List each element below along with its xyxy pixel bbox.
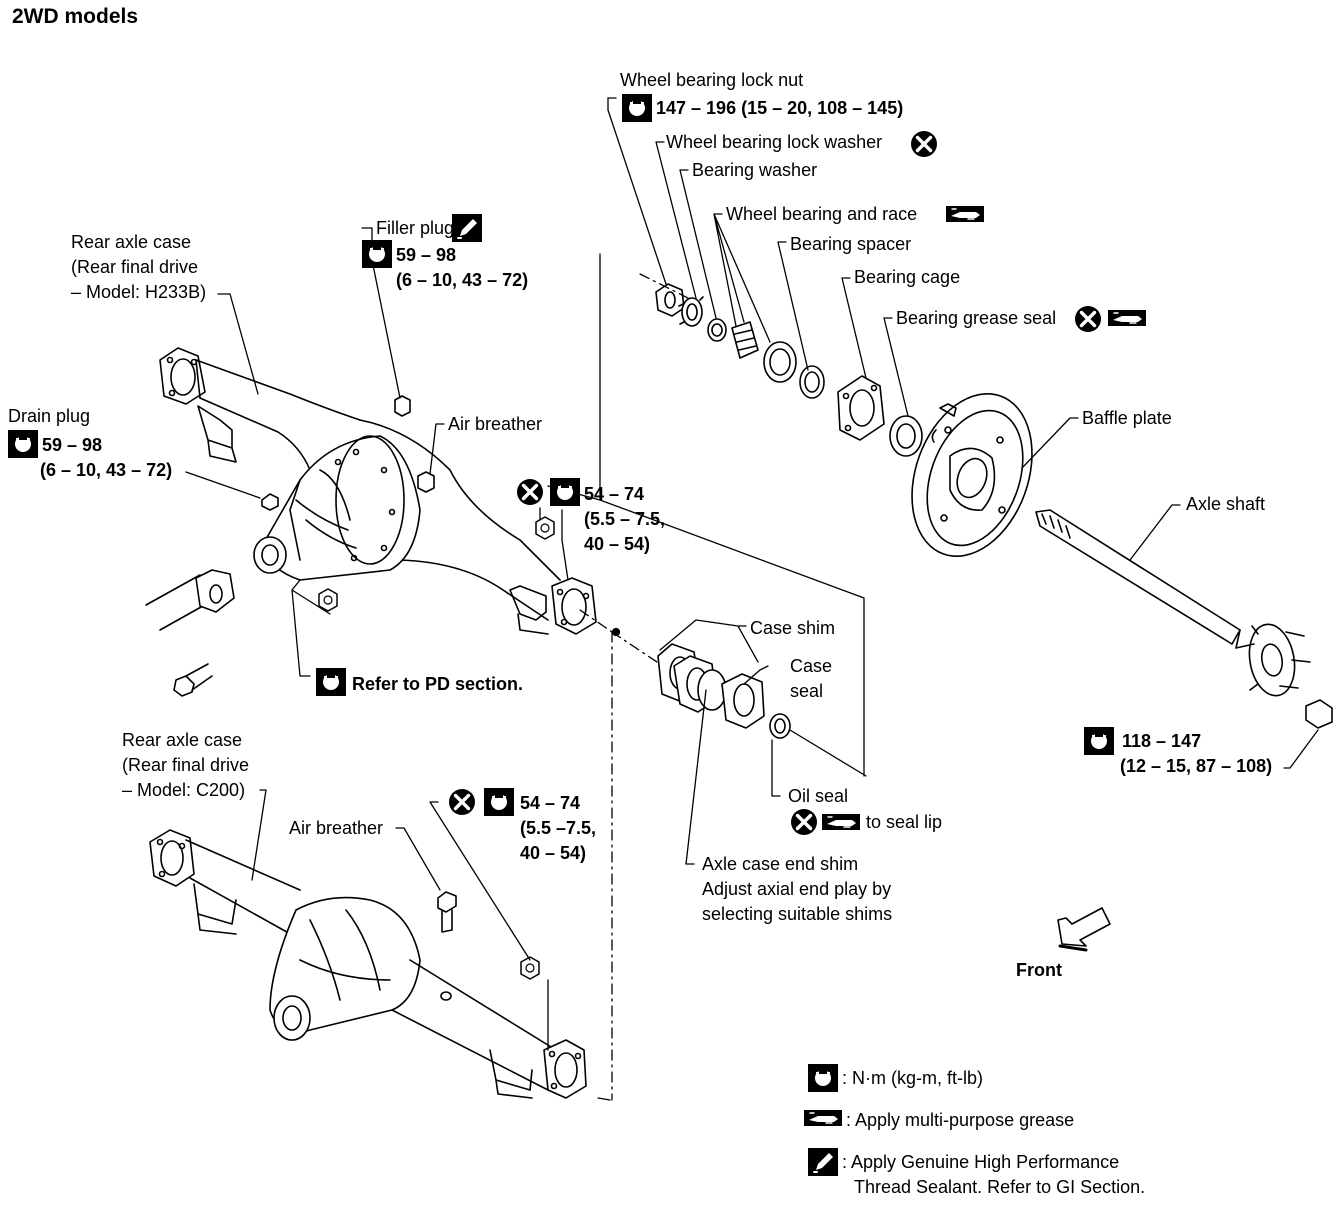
label-front: Front xyxy=(1016,960,1062,980)
legend-grease: : Apply multi-purpose grease xyxy=(846,1110,1075,1130)
grease-icon xyxy=(821,813,861,831)
label-case-shim: Case shim xyxy=(750,618,836,638)
rear-axle-case-h233b xyxy=(145,347,597,697)
no-reuse-icon xyxy=(447,787,477,817)
label-case-seal-2: seal xyxy=(790,681,824,701)
page-title: 2WD models xyxy=(12,5,139,28)
label-bearing-spacer: Bearing spacer xyxy=(790,234,912,254)
torque-icon xyxy=(549,477,581,507)
legend-sealant-icon xyxy=(807,1147,839,1177)
label-grease-seal: Bearing grease seal xyxy=(896,308,1057,328)
shims-and-seals xyxy=(657,643,791,739)
no-reuse-icon xyxy=(789,807,819,837)
no-reuse-icon xyxy=(515,477,545,507)
legend-torque: : N·m (kg-m, ft-lb) xyxy=(842,1068,983,1088)
label-drain-torque-1: 59 – 98 xyxy=(42,435,103,455)
rear-axle-case-c200 xyxy=(149,829,587,1099)
label-drain-torque-2: (6 – 10, 43 – 72) xyxy=(40,460,173,480)
bearing-parts xyxy=(655,283,1333,729)
no-reuse-icon xyxy=(909,129,939,159)
label-nut-torque-bot-1: 54 – 74 xyxy=(520,793,581,813)
label-lock-washer: Wheel bearing lock washer xyxy=(666,132,883,152)
front-arrow xyxy=(1057,907,1111,952)
label-axle-case-h-1: Rear axle case xyxy=(71,232,192,252)
sealant-icon xyxy=(451,213,483,243)
legend-sealant-2: Thread Sealant. Refer to GI Section. xyxy=(854,1177,1146,1197)
label-oil-seal-note: to seal lip xyxy=(866,812,943,832)
label-wheel-nut-torque-1: 118 – 147 xyxy=(1122,731,1202,751)
label-baffle-plate: Baffle plate xyxy=(1082,408,1172,428)
label-axle-case-c-2: (Rear final drive xyxy=(122,755,250,775)
label-lock-nut: Wheel bearing lock nut xyxy=(620,70,804,90)
label-bearing-cage: Bearing cage xyxy=(854,267,961,287)
label-nut-torque-top-2: (5.5 – 7.5, xyxy=(584,509,666,529)
label-bearing-race: Wheel bearing and race xyxy=(726,204,918,224)
label-drain-plug: Drain plug xyxy=(8,406,91,426)
torque-icon xyxy=(361,239,393,269)
grease-icon xyxy=(1107,309,1147,327)
torque-icon xyxy=(7,429,39,459)
label-axle-case-c-3: – Model: C200) xyxy=(122,780,246,800)
torque-icon xyxy=(621,93,653,123)
label-axle-case-h-2: (Rear final drive xyxy=(71,257,199,277)
label-nut-torque-top-3: 40 – 54) xyxy=(584,534,651,554)
label-nut-torque-bot-2: (5.5 –7.5, xyxy=(520,818,597,838)
label-end-shim-1: Axle case end shim xyxy=(702,854,859,874)
label-oil-seal: Oil seal xyxy=(788,786,849,806)
label-bearing-washer: Bearing washer xyxy=(692,160,818,180)
legend-grease-icon xyxy=(803,1109,843,1127)
label-nut-torque-bot-3: 40 – 54) xyxy=(520,843,587,863)
label-end-shim-2: Adjust axial end play by xyxy=(702,879,892,899)
legend-torque-icon xyxy=(807,1063,839,1093)
torque-icon xyxy=(483,787,515,817)
label-lock-nut-torque: 147 – 196 (15 – 20, 108 – 145) xyxy=(656,98,904,118)
label-filler-torque-1: 59 – 98 xyxy=(396,245,457,265)
label-nut-torque-top-1: 54 – 74 xyxy=(584,484,645,504)
label-axle-case-h-3: – Model: H233B) xyxy=(71,282,207,302)
label-refer-pd: Refer to PD section. xyxy=(352,674,524,694)
label-air-breather-top: Air breather xyxy=(448,414,543,434)
label-filler-plug: Filler plug xyxy=(376,218,455,238)
grease-icon xyxy=(945,205,985,223)
label-end-shim-3: selecting suitable shims xyxy=(702,904,893,924)
leader-lines xyxy=(185,97,1319,1101)
no-reuse-icon xyxy=(1073,304,1103,334)
label-wheel-nut-torque-2: (12 – 15, 87 – 108) xyxy=(1120,756,1273,776)
label-filler-torque-2: (6 – 10, 43 – 72) xyxy=(396,270,529,290)
legend-sealant-1: : Apply Genuine High Performance xyxy=(842,1152,1120,1172)
label-axle-shaft: Axle shaft xyxy=(1186,494,1266,514)
label-air-breather-bottom: Air breather xyxy=(289,818,384,838)
label-case-seal-1: Case xyxy=(790,656,833,676)
torque-icon xyxy=(315,667,347,697)
torque-icon xyxy=(1083,726,1115,756)
label-axle-case-c-1: Rear axle case xyxy=(122,730,243,750)
